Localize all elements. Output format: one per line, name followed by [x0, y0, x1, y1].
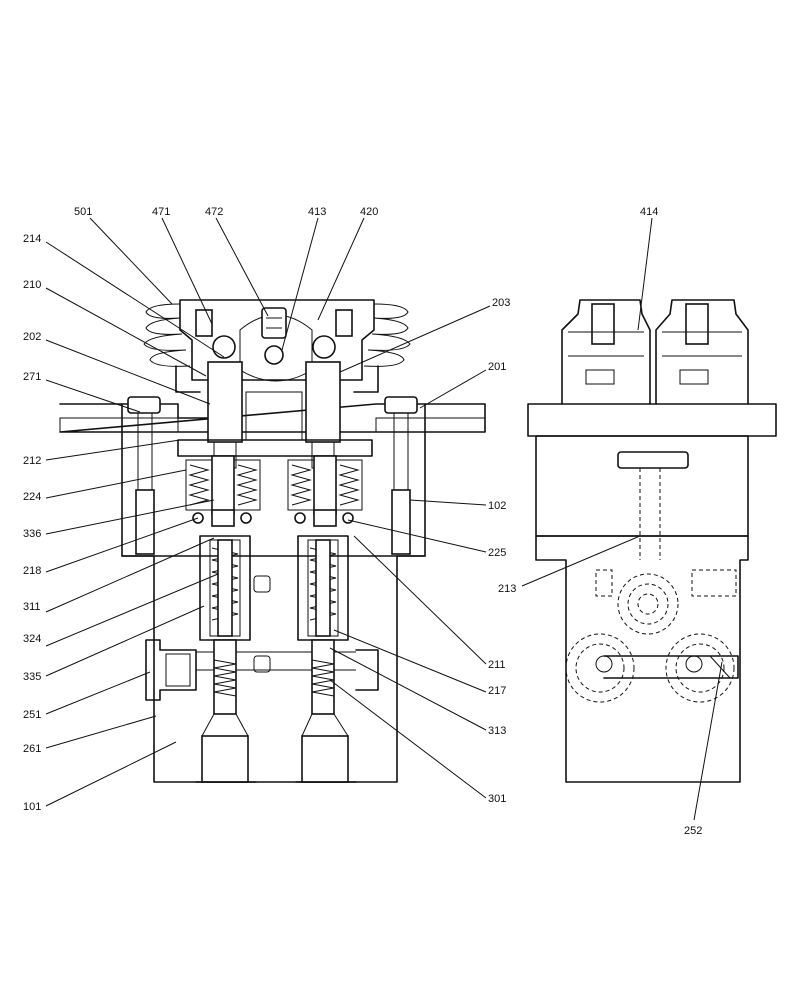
callout-212: 212 [23, 455, 41, 467]
side-view [527, 299, 777, 783]
callout-224: 224 [23, 491, 41, 503]
callout-202: 202 [23, 331, 41, 343]
callout-261: 261 [23, 743, 41, 755]
section-view [59, 299, 486, 783]
callout-420: 420 [360, 206, 378, 218]
callout-472: 472 [205, 206, 223, 218]
callout-413: 413 [308, 206, 326, 218]
callout-336: 336 [23, 528, 41, 540]
callout-203: 203 [492, 297, 510, 309]
callout-501: 501 [74, 206, 92, 218]
callout-271: 271 [23, 371, 41, 383]
callout-471: 471 [152, 206, 170, 218]
callout-213: 213 [498, 583, 516, 595]
callout-214: 214 [23, 233, 41, 245]
callout-201: 201 [488, 361, 506, 373]
callout-251: 251 [23, 709, 41, 721]
callout-217: 217 [488, 685, 506, 697]
callout-252: 252 [684, 825, 702, 837]
callout-225: 225 [488, 547, 506, 559]
callout-301: 301 [488, 793, 506, 805]
callout-211: 211 [488, 659, 506, 671]
callout-311: 311 [23, 601, 41, 613]
callout-313: 313 [488, 725, 506, 737]
callout-414: 414 [640, 206, 658, 218]
callout-102: 102 [488, 500, 506, 512]
callout-labels: 501 471 472 413 420 214 210 203 202 201 … [23, 206, 702, 837]
callout-101: 101 [23, 801, 41, 813]
leader-lines [45, 217, 723, 821]
callout-210: 210 [23, 279, 41, 291]
callout-324: 324 [23, 633, 41, 645]
callout-335: 335 [23, 671, 41, 683]
callout-218: 218 [23, 565, 41, 577]
